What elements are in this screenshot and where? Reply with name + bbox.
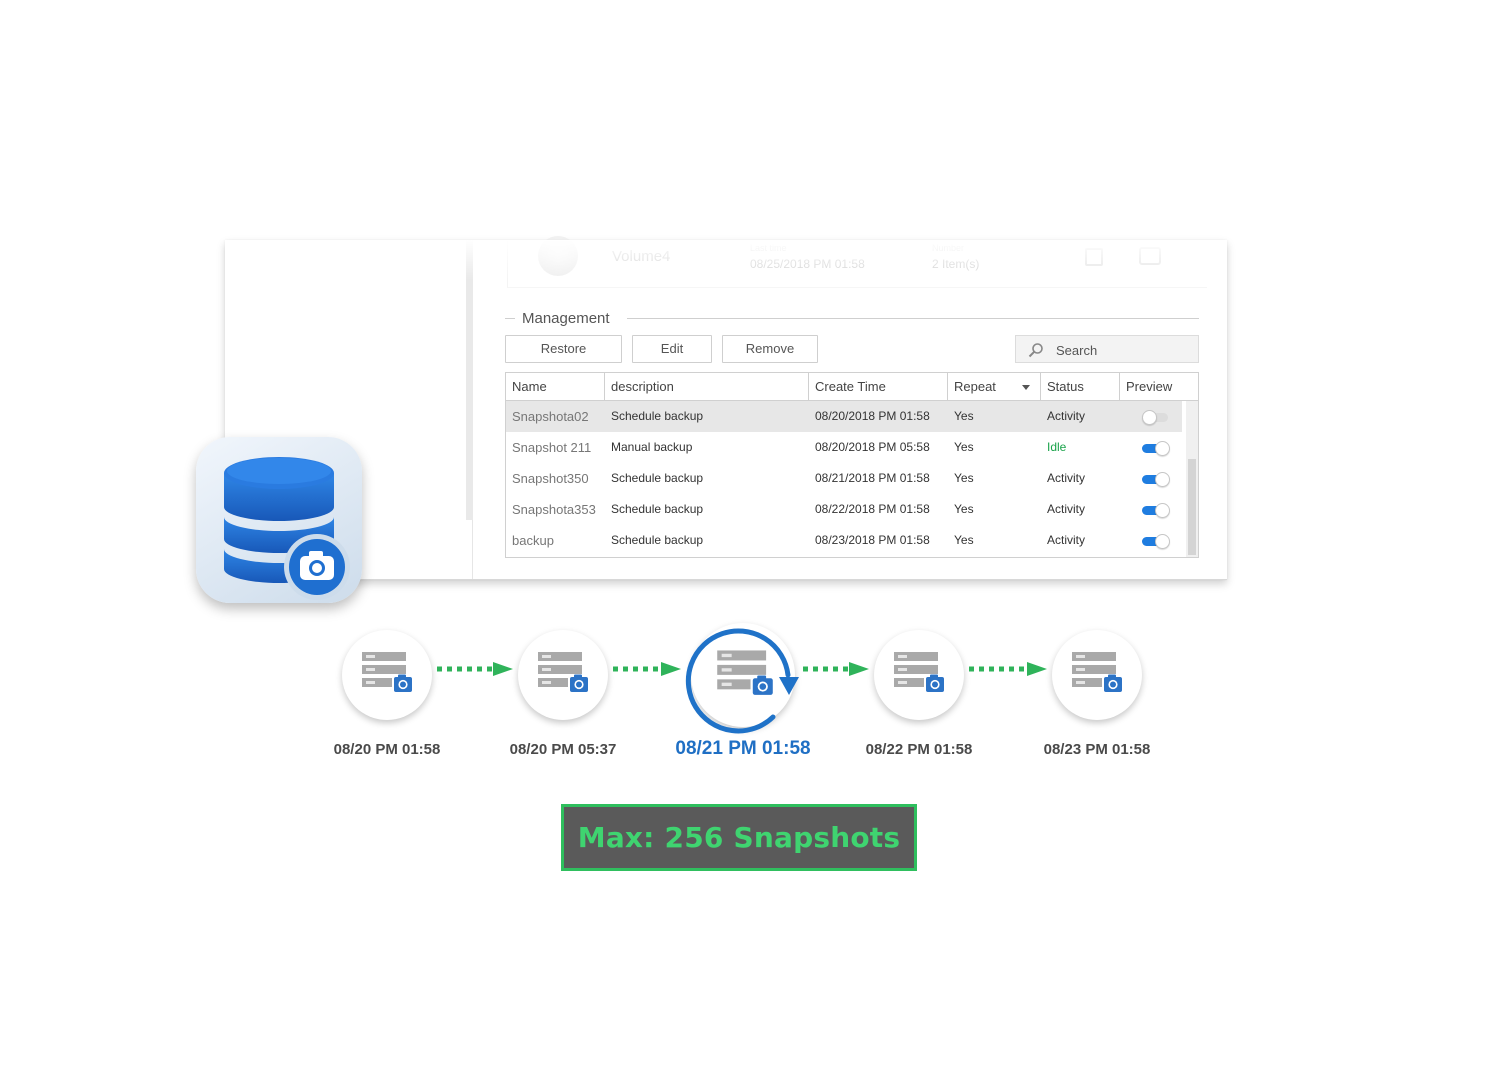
cell-preview <box>1120 494 1170 525</box>
cell-create-time: 08/20/2018 PM 01:58 <box>815 409 930 423</box>
left-pane-scrollbar[interactable] <box>466 240 473 520</box>
timeline-label: 08/23 PM 01:58 <box>1043 741 1151 758</box>
column-name[interactable]: Name <box>506 373 605 401</box>
timeline-label: 08/21 PM 01:58 <box>675 738 811 759</box>
table-scrollbar[interactable] <box>1186 401 1198 557</box>
volume-time-label: Last time <box>750 243 787 253</box>
column-preview[interactable]: Preview <box>1126 379 1173 394</box>
timeline-arrow <box>969 662 1047 676</box>
cell-status: Idle <box>1047 440 1067 454</box>
timeline-label: 08/20 PM 05:37 <box>509 741 617 758</box>
restore-button[interactable]: Restore <box>505 335 622 363</box>
cell-name: backup <box>512 533 554 548</box>
preview-toggle[interactable] <box>1142 410 1170 425</box>
edit-button[interactable]: Edit <box>632 335 712 363</box>
timeline-label: 08/20 PM 01:58 <box>333 741 441 758</box>
schedule-icon[interactable] <box>1085 248 1103 266</box>
timeline-arrow <box>613 662 681 676</box>
chevron-down-icon[interactable] <box>1022 385 1030 390</box>
cell-create-time: 08/20/2018 PM 05:58 <box>815 440 930 454</box>
volume-name: Volume4 <box>612 248 671 265</box>
cell-name: Snapshot 211 <box>512 440 592 455</box>
cell-name: Snapshota353 <box>512 502 596 517</box>
toggle-knob <box>1155 503 1170 518</box>
cell-repeat: Yes <box>954 409 974 423</box>
timeline-label: 08/22 PM 01:58 <box>865 741 973 758</box>
cell-preview <box>1120 525 1170 556</box>
search-input[interactable]: Search <box>1015 335 1199 363</box>
cell-repeat: Yes <box>954 440 974 454</box>
cell-status: Activity <box>1047 471 1086 485</box>
volume-status-icon <box>538 236 578 276</box>
cell-status: Activity <box>1047 533 1086 547</box>
server-camera-icon <box>362 652 412 692</box>
server-camera-icon <box>538 652 588 692</box>
max-snapshots-banner: Max: 256 Snapshots <box>561 804 917 871</box>
cell-repeat: Yes <box>954 471 974 485</box>
volume-count-label: Number <box>932 243 965 253</box>
cell-name: Snapshota02 <box>512 409 589 424</box>
volume-count: 2 Item(s) <box>932 257 980 271</box>
cell-status: Activity <box>1047 502 1086 516</box>
column-repeat-label: Repeat <box>954 379 996 394</box>
cell-description: Schedule backup <box>611 502 704 516</box>
management-title: Management <box>522 310 610 327</box>
cell-preview <box>1120 401 1168 432</box>
search-placeholder: Search <box>1056 343 1098 358</box>
database-camera-icon <box>224 457 350 600</box>
preview-toggle[interactable] <box>1142 472 1170 487</box>
timeline-snapshot-node[interactable] <box>874 630 964 720</box>
table-row[interactable]: Snapshota353 Schedule backup 08/22/2018 PM… <box>506 494 1182 525</box>
timeline-arrow <box>437 662 513 676</box>
section-divider-left <box>505 318 515 319</box>
cell-description: Schedule backup <box>611 533 704 547</box>
server-camera-icon <box>717 650 773 695</box>
table-row[interactable]: backup Schedule backup 08/23/2018 PM 01:58… <box>506 525 1182 556</box>
table-scrollbar-thumb[interactable] <box>1188 459 1196 555</box>
cell-repeat: Yes <box>954 533 974 547</box>
server-camera-icon <box>1072 652 1122 692</box>
column-status[interactable]: Status <box>1041 373 1120 401</box>
toggle-knob <box>1155 534 1170 549</box>
preview-toggle[interactable] <box>1142 441 1170 456</box>
snapshot-table: Name description Create Time Repeat Stat… <box>505 372 1199 558</box>
cell-description: Schedule backup <box>611 409 704 423</box>
search-icon <box>1028 343 1043 358</box>
cell-preview <box>1120 432 1170 463</box>
table-row[interactable]: Snapshot350 Schedule backup 08/21/2018 PM … <box>506 463 1182 494</box>
camera-icon[interactable] <box>1139 247 1161 265</box>
restore-cycle-icon <box>685 628 799 734</box>
column-create-time[interactable]: Create Time <box>809 373 948 401</box>
timeline-snapshot-node[interactable] <box>518 630 608 720</box>
cell-repeat: Yes <box>954 502 974 516</box>
remove-button[interactable]: Remove <box>722 335 818 363</box>
section-divider <box>627 318 1199 319</box>
column-description[interactable]: description <box>605 373 809 401</box>
cell-name: Snapshot350 <box>512 471 589 486</box>
toggle-knob <box>1155 472 1170 487</box>
server-camera-icon <box>894 652 944 692</box>
cell-description: Manual backup <box>611 440 693 454</box>
preview-toggle[interactable] <box>1142 534 1170 549</box>
volume-time: 08/25/2018 PM 01:58 <box>750 257 865 271</box>
preview-toggle[interactable] <box>1142 503 1170 518</box>
cell-description: Schedule backup <box>611 471 704 485</box>
timeline-arrow <box>803 662 869 676</box>
toggle-knob <box>1142 410 1157 425</box>
volume-row[interactable]: Volume4 Last time 08/25/2018 PM 01:58 Nu… <box>507 236 1207 288</box>
table-header: Name description Create Time Repeat Stat… <box>506 373 1198 401</box>
snapshot-window: Volume4 Last time 08/25/2018 PM 01:58 Nu… <box>225 236 1227 580</box>
timeline-snapshot-node[interactable] <box>1052 630 1142 720</box>
cell-create-time: 08/21/2018 PM 01:58 <box>815 471 930 485</box>
table-row[interactable]: Snapshot 211 Manual backup 08/20/2018 PM 0… <box>506 432 1182 463</box>
app-icon <box>196 437 362 603</box>
cell-status: Activity <box>1047 409 1086 423</box>
cell-create-time: 08/22/2018 PM 01:58 <box>815 502 930 516</box>
column-repeat[interactable]: Repeat <box>948 373 1041 401</box>
cell-preview <box>1120 463 1170 494</box>
toggle-knob <box>1155 441 1170 456</box>
cell-create-time: 08/23/2018 PM 01:58 <box>815 533 930 547</box>
table-row[interactable]: Snapshota02 Schedule backup 08/20/2018 PM … <box>506 401 1182 432</box>
timeline-snapshot-node[interactable] <box>342 630 432 720</box>
